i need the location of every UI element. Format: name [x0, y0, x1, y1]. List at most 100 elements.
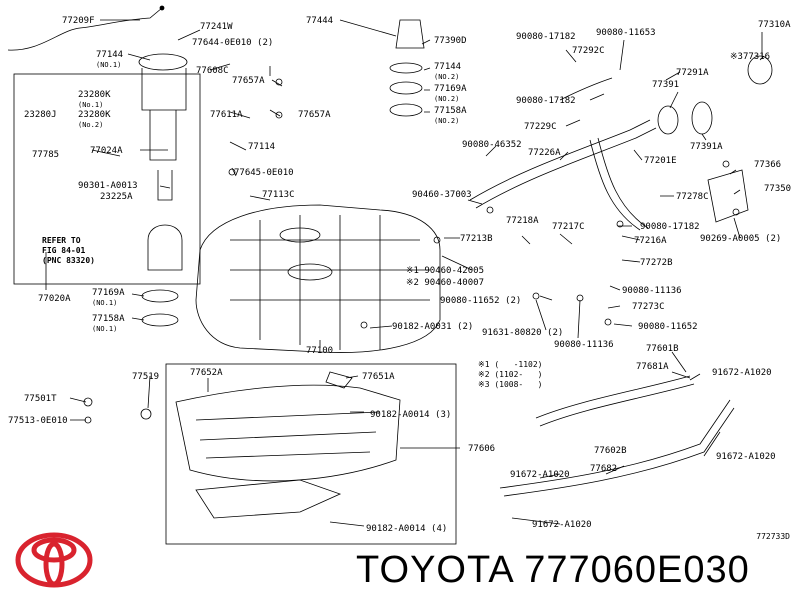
part-label[interactable]: 23280K(No.2)	[78, 110, 111, 129]
part-label[interactable]: 23280K(No.1)	[78, 90, 111, 109]
part-label[interactable]: 77218A	[506, 216, 539, 226]
part-label[interactable]: 77391A	[690, 142, 723, 152]
part-label[interactable]: 77273C	[632, 302, 665, 312]
part-label[interactable]: 77651A	[362, 372, 395, 382]
strap-lower-shape	[499, 399, 731, 489]
part-label[interactable]: 23225A	[100, 192, 133, 202]
part-label[interactable]: 77391	[652, 80, 680, 90]
part-label[interactable]: 77652A	[190, 368, 223, 378]
part-label[interactable]: 90182-A0031 (2)	[392, 322, 474, 332]
part-label[interactable]: 77100	[306, 346, 334, 356]
part-label[interactable]: 77681A	[636, 362, 669, 372]
part-label[interactable]: ※1 90460-42005	[406, 266, 484, 276]
part-label[interactable]: 77444	[306, 16, 334, 26]
part-label[interactable]: 77216A	[634, 236, 667, 246]
refer-to-note: REFER TO FIG 84-01 (PNC 83320)	[42, 236, 95, 266]
part-label[interactable]: 77229C	[524, 122, 557, 132]
part-label[interactable]: 91672-A1020	[532, 520, 592, 530]
part-label[interactable]: 77144(NO.1)	[96, 50, 124, 69]
part-label[interactable]: 77201E	[644, 156, 677, 166]
part-label[interactable]: 77601B	[646, 344, 679, 354]
skid-plate-shape	[175, 384, 401, 482]
part-label[interactable]: 90301-A0013	[78, 181, 138, 191]
part-label[interactable]: 90080-11652 (2)	[440, 296, 522, 306]
part-label[interactable]: 90269-A0005 (2)	[700, 234, 782, 244]
part-label[interactable]: 77241W	[200, 22, 233, 32]
part-number: 777060E030	[524, 549, 750, 591]
part-label[interactable]: 77292C	[572, 46, 605, 56]
part-label[interactable]: 77644-0E010 (2)	[192, 38, 274, 48]
ref-note-line-3: (PNC 83320)	[42, 256, 95, 265]
brand-part-number: TOYOTA 777060E030	[356, 548, 750, 592]
part-label[interactable]: 77366	[754, 160, 782, 170]
part-label[interactable]: 77682	[590, 464, 618, 474]
diagram-code: 772733D	[756, 532, 790, 541]
filler-pipe-shape	[469, 119, 651, 201]
part-label[interactable]: 91672-A1020	[716, 452, 776, 462]
part-label[interactable]: 77213B	[460, 234, 493, 244]
part-label[interactable]: 90460-37003	[412, 190, 472, 200]
part-label[interactable]: 77209F	[62, 16, 95, 26]
toyota-logo-icon	[15, 532, 93, 588]
part-label[interactable]: ※2 90460-40007	[406, 278, 484, 288]
strap-upper-shape	[535, 375, 691, 419]
part-label[interactable]: 77657A	[232, 76, 265, 86]
part-label[interactable]: 77606	[468, 444, 496, 454]
part-label[interactable]: 77501T	[24, 394, 57, 404]
legend: ※1 ( -1102) ※2 (1102- ) ※3 (1008- )	[478, 360, 543, 390]
part-label[interactable]: 77169A(NO.2)	[434, 84, 467, 103]
part-label[interactable]: 23280J	[24, 110, 57, 120]
part-label[interactable]: 91672-A1020	[712, 368, 772, 378]
sender-ring-shape	[138, 53, 188, 71]
part-label[interactable]: 77291A	[676, 68, 709, 78]
part-label[interactable]: 90080-11653	[596, 28, 656, 38]
part-label[interactable]: 77024A	[90, 146, 123, 156]
part-label[interactable]: 77217C	[552, 222, 585, 232]
part-label[interactable]: 77226A	[528, 148, 561, 158]
part-label[interactable]: 91672-A1020	[510, 470, 570, 480]
fuel-tank-shape	[195, 204, 441, 353]
part-label[interactable]: 90080-46352	[462, 140, 522, 150]
part-label[interactable]: 77611A	[210, 110, 243, 120]
part-label[interactable]: ※377316	[730, 52, 771, 62]
part-label[interactable]: 77602B	[594, 446, 627, 456]
part-label[interactable]: 77310A	[758, 20, 791, 30]
part-label[interactable]: 77158A(NO.2)	[434, 106, 467, 125]
part-label[interactable]: 77169A(NO.1)	[92, 288, 125, 307]
part-label[interactable]: 77513-0E010	[8, 416, 68, 426]
ref-note-line-1: REFER TO	[42, 236, 81, 245]
part-label[interactable]: 91631-80820 (2)	[482, 328, 564, 338]
part-label[interactable]: 77350	[764, 184, 792, 194]
part-label[interactable]: 90080-17182	[640, 222, 700, 232]
legend-line-1: ※1 ( -1102)	[478, 360, 543, 369]
ref-note-line-2: FIG 84-01	[42, 246, 86, 255]
part-label[interactable]: 77144(NO.2)	[434, 62, 462, 81]
part-label[interactable]: 77657A	[298, 110, 331, 120]
part-label[interactable]: 77020A	[38, 294, 71, 304]
part-label[interactable]: 90182-A0014 (4)	[366, 524, 448, 534]
part-label[interactable]: 90080-11136	[554, 340, 614, 350]
brand-name: TOYOTA	[356, 549, 513, 591]
filler-cap-shape	[395, 19, 425, 49]
part-label[interactable]: 90080-11652	[638, 322, 698, 332]
legend-line-3: ※3 (1008- )	[478, 380, 543, 389]
part-label[interactable]: 77278C	[676, 192, 709, 202]
part-label[interactable]: 77645-0E010	[234, 168, 294, 178]
pump-assembly-box	[13, 73, 201, 285]
part-label[interactable]: 90080-17182	[516, 96, 576, 106]
part-label[interactable]: 77785	[32, 150, 60, 160]
part-label[interactable]: 77519	[132, 372, 160, 382]
legend-line-2: ※2 (1102- )	[478, 370, 543, 379]
part-label[interactable]: 90182-A0014 (3)	[370, 410, 452, 420]
part-label[interactable]: 77608C	[196, 66, 229, 76]
part-label[interactable]: 77272B	[640, 258, 673, 268]
part-label[interactable]: 77113C	[262, 190, 295, 200]
part-label[interactable]: 77114	[248, 142, 276, 152]
part-label[interactable]: 90080-17182	[516, 32, 576, 42]
part-label[interactable]: 90080-11136	[622, 286, 682, 296]
fuel-line-shape	[7, 7, 163, 51]
skid-plate-box	[165, 363, 457, 545]
part-label[interactable]: 77390D	[434, 36, 467, 46]
part-label[interactable]: 77158A(NO.1)	[92, 314, 125, 333]
